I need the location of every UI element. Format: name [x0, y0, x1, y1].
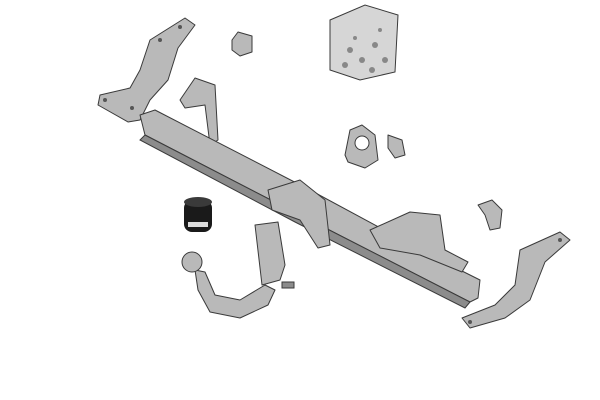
electrical-socket-cover [184, 197, 212, 232]
left-side-bracket [97, 17, 196, 123]
detachable-tow-ball-neck [181, 221, 295, 319]
socket-bracket [344, 124, 406, 169]
towbar-crossbar [139, 109, 481, 309]
small-angle-bracket-right [477, 199, 503, 231]
hardware-bag [329, 4, 399, 81]
right-side-bracket [461, 231, 571, 329]
small-angle-bracket-top [231, 31, 253, 57]
